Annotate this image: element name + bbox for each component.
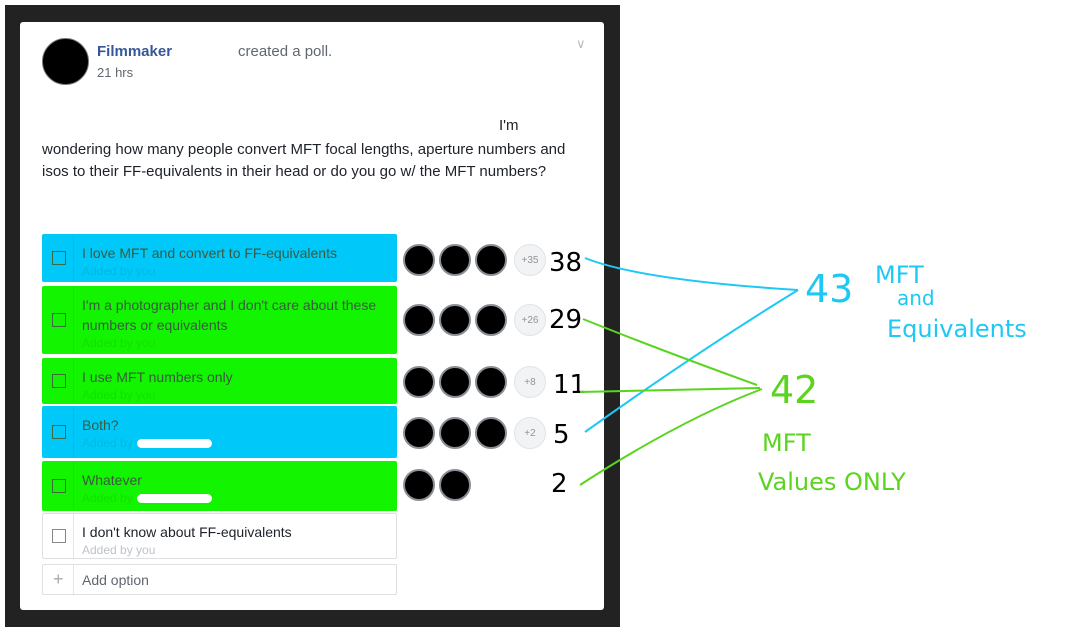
- green-total: 42: [770, 368, 818, 412]
- blue-total: 43: [805, 267, 853, 311]
- count-annotation: 38: [549, 248, 582, 278]
- count-annotation: 29: [549, 305, 582, 335]
- voter-avatars[interactable]: +8: [403, 364, 546, 400]
- count-annotation: 5: [553, 420, 570, 450]
- added-by: Added by you: [82, 336, 156, 350]
- more-voters-badge[interactable]: +8: [514, 366, 546, 398]
- checkbox[interactable]: [43, 407, 74, 457]
- option-label: I use MFT numbers only: [82, 369, 233, 385]
- added-by: Added by you: [82, 264, 156, 278]
- plus-icon: +: [53, 569, 64, 589]
- checkbox[interactable]: [43, 359, 74, 403]
- add-option-placeholder: Add option: [82, 572, 149, 588]
- author-name[interactable]: Filmmaker: [97, 43, 173, 60]
- add-option-input[interactable]: + Add option: [42, 564, 397, 595]
- option-label: I don't know about FF-equivalents: [82, 524, 292, 540]
- green-connector: [582, 318, 758, 386]
- count-annotation: 2: [551, 469, 568, 499]
- author-avatar[interactable]: [42, 38, 89, 85]
- voter-avatars[interactable]: [403, 467, 471, 503]
- option-label: I'm a photographer and I don't care abou…: [82, 297, 377, 333]
- count-annotation: 11: [553, 370, 586, 400]
- poll-option[interactable]: I love MFT and convert to FF-equivalents…: [42, 234, 397, 282]
- added-by: Added by: [82, 491, 133, 505]
- redacted-name: [136, 494, 212, 504]
- green-label-line: Values ONLY: [758, 468, 906, 496]
- added-by: Added by you: [82, 388, 156, 402]
- post-text: wondering how many people convert MFT fo…: [42, 141, 566, 180]
- chevron-down-icon[interactable]: ∨: [576, 36, 586, 51]
- green-connector: [579, 387, 761, 393]
- blue-connector: [584, 289, 799, 433]
- option-label: Whatever: [82, 472, 142, 488]
- added-by: Added by: [82, 436, 133, 450]
- green-connector: [579, 388, 763, 486]
- checkbox[interactable]: [43, 235, 74, 281]
- more-voters-badge[interactable]: +35: [514, 244, 546, 276]
- checkbox[interactable]: [43, 462, 74, 510]
- blue-connector: [584, 257, 799, 291]
- checkbox[interactable]: [43, 514, 74, 558]
- blue-label-line: and: [897, 286, 935, 310]
- blue-label-line: MFT: [875, 261, 924, 289]
- blue-label-line: Equivalents: [887, 315, 1027, 343]
- post-time[interactable]: 21 hrs: [97, 65, 134, 80]
- poll-option[interactable]: Both? Added by: [42, 406, 397, 458]
- green-label-line: MFT: [762, 429, 811, 457]
- poll-option[interactable]: I'm a photographer and I don't care abou…: [42, 286, 397, 354]
- voter-avatars[interactable]: +2: [403, 415, 546, 451]
- checkbox[interactable]: [43, 287, 74, 353]
- option-label: I love MFT and convert to FF-equivalents: [82, 245, 337, 261]
- option-label: Both?: [82, 417, 119, 433]
- more-voters-badge[interactable]: +2: [514, 417, 546, 449]
- added-by: Added by you: [82, 543, 156, 557]
- redacted-name: [136, 439, 212, 449]
- voter-avatars[interactable]: +26: [403, 302, 546, 338]
- more-voters-badge[interactable]: +26: [514, 304, 546, 336]
- post-text-first: I'm: [499, 117, 519, 134]
- post-action: created a poll.: [238, 43, 333, 60]
- voter-avatars[interactable]: +35: [403, 242, 546, 278]
